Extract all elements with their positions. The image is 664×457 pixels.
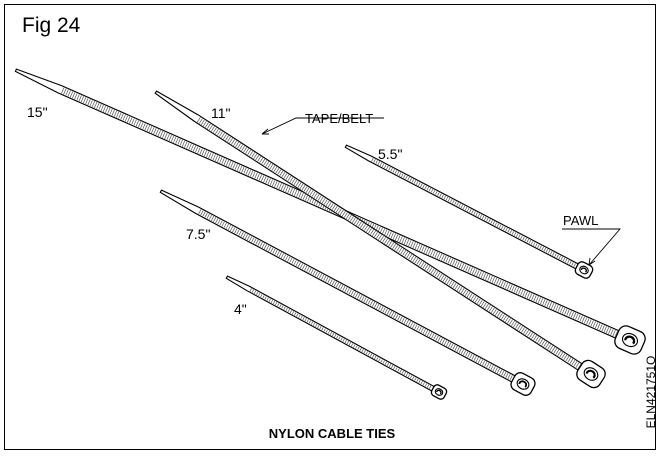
tie-teeth	[371, 157, 576, 267]
figure-caption: NYLON CABLE TIES	[268, 426, 396, 441]
tie-teeth	[196, 117, 582, 370]
tape-belt-callout: TAPE/BELT	[305, 111, 374, 126]
tie-head	[510, 372, 536, 396]
tape-belt-leader-arrow	[261, 128, 269, 135]
cable-tie-5-5	[344, 144, 594, 279]
tie-strap	[225, 275, 436, 392]
figure-code: ELN421751O	[644, 355, 658, 429]
cable-tie-11	[154, 90, 606, 389]
pawl-leader-arrow	[588, 257, 596, 266]
pawl-callout: PAWL	[563, 213, 599, 228]
size-label-11: 11"	[211, 105, 231, 121]
tie-head	[576, 359, 606, 389]
tie-teeth	[198, 209, 513, 381]
figure-frame	[4, 4, 656, 450]
ties-layer	[14, 68, 646, 400]
size-label-4: 4"	[234, 301, 247, 317]
size-label-5-5: 5.5"	[378, 146, 403, 162]
tape-belt-leader-line	[261, 117, 384, 135]
size-label-15: 15"	[27, 104, 48, 120]
cable-tie-7-5	[159, 189, 536, 396]
tie-head	[430, 384, 448, 400]
size-label-7-5: 7.5"	[186, 226, 211, 242]
tie-strap	[154, 90, 584, 372]
tie-head	[574, 261, 594, 279]
leaders-layer	[261, 117, 621, 266]
cable-tie-4	[225, 275, 448, 400]
figure-label: Fig 24	[22, 14, 81, 37]
pawl-leader-line	[562, 228, 621, 266]
tie-head	[614, 325, 646, 355]
tie-teeth	[249, 288, 432, 389]
